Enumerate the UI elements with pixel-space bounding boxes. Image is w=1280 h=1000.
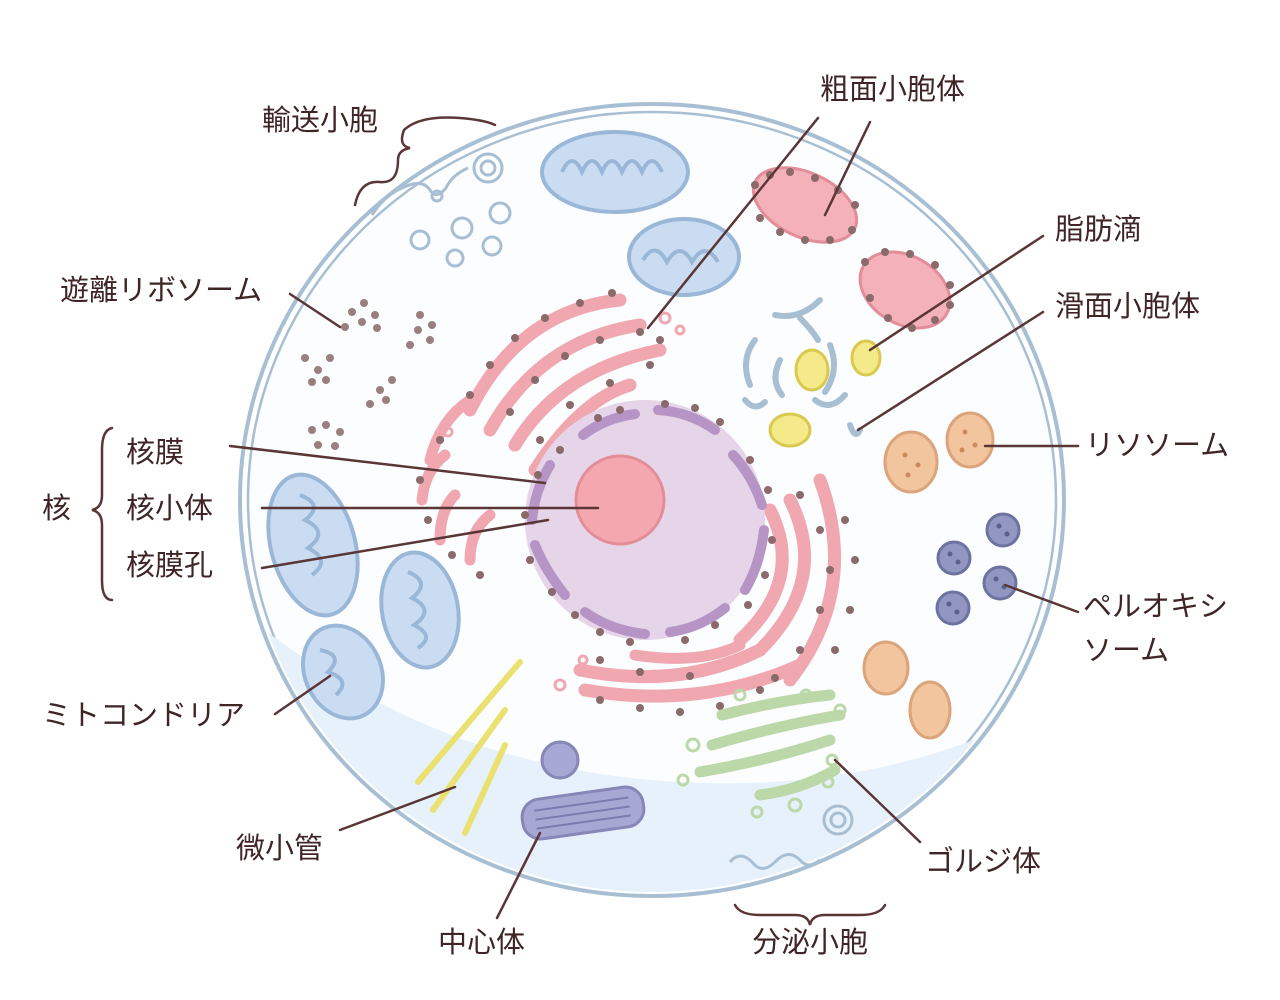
- microtubules: [415, 659, 523, 836]
- label-lipid-droplet: 脂肪滴: [1055, 212, 1143, 246]
- label-free-ribosome: 遊離リボソーム: [60, 273, 263, 307]
- label-transport-vesicle: 輸送小胞: [262, 103, 379, 137]
- lysosomes: [862, 411, 995, 740]
- nucleus: [521, 400, 776, 646]
- free-ribosome-clusters: [301, 299, 436, 450]
- mitochondrion-upper: [627, 217, 741, 297]
- brace-lines: [91, 116, 887, 926]
- label-centrosome: 中心体: [438, 925, 526, 959]
- label-nucleolus: 核小体: [126, 491, 214, 525]
- smooth-er: [742, 297, 863, 437]
- rough-er: [416, 293, 841, 703]
- label-mitochondria: ミトコンドリア: [42, 698, 246, 732]
- transport-vesicle-group: [370, 152, 512, 268]
- peroxisomes: [935, 512, 1021, 626]
- golgi-apparatus: [676, 688, 847, 819]
- label-smooth-er: 滑面小胞体: [1055, 289, 1201, 323]
- er-vesicles: [442, 311, 686, 692]
- label-rough-er: 粗面小胞体: [820, 72, 966, 106]
- label-nuclear-envelope: 核膜: [126, 435, 185, 469]
- nucleolus: [574, 454, 666, 546]
- mitochondrion-left: [266, 472, 360, 618]
- secretory-vesicle-group: [728, 804, 854, 870]
- leader-lines: [228, 116, 1080, 920]
- label-peroxisome-line2: ソーム: [1083, 633, 1170, 667]
- mitochondrion-top: [540, 130, 690, 214]
- mitochondrion-middle: [379, 550, 461, 670]
- label-peroxisome-line1: ペルオキシ: [1083, 589, 1229, 623]
- label-microtubule: 微小管: [236, 831, 324, 865]
- mitochondrion-bottom: [301, 623, 385, 721]
- label-golgi: ゴルジ体: [925, 844, 1042, 878]
- label-nuclear-pore: 核膜孔: [126, 548, 214, 582]
- centrosome: [520, 740, 646, 841]
- label-lysosome: リソソーム: [1085, 428, 1230, 462]
- rough-er-ribosomes: [416, 289, 859, 716]
- label-secretory-vesicle: 分泌小胞: [752, 925, 869, 959]
- label-nucleus: 核: [42, 491, 72, 525]
